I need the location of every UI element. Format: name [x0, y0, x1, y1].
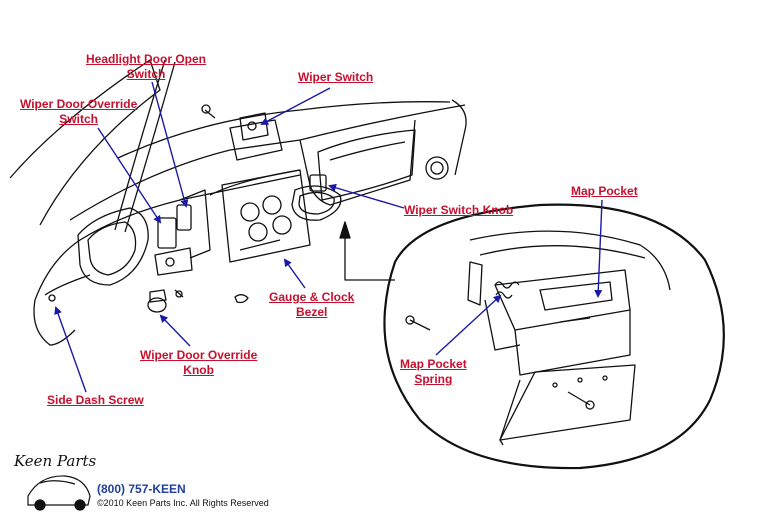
arrow-gauge-clock-bezel — [283, 258, 306, 289]
label-line: Headlight Door Open — [86, 52, 206, 66]
label-line: Wiper Switch — [298, 70, 374, 84]
label-map-pocket-spring: Map Pocket Spring — [400, 357, 467, 387]
label-wiper-door-override-knob: Wiper Door Override Knob — [140, 348, 257, 378]
label-wiper-switch-knob: Wiper Switch Knob — [404, 203, 513, 218]
label-line: Wiper Door Override — [20, 97, 138, 111]
label-line: Map Pocket — [571, 184, 638, 198]
label-line: Switch — [126, 67, 166, 81]
label-line: Side Dash Screw — [47, 393, 144, 407]
label-line: Map Pocket — [400, 357, 467, 371]
keen-parts-logo: Keen Parts — [14, 452, 97, 470]
arrow-side-dash-screw — [54, 306, 87, 393]
copyright-text: ©2010 Keen Parts Inc. All Rights Reserve… — [97, 498, 269, 508]
label-map-pocket: Map Pocket — [571, 184, 638, 199]
label-line: Gauge & Clock — [269, 290, 355, 304]
arrow-wiper-door-override-knob — [159, 314, 191, 347]
arrow-headlight-door-switch — [151, 81, 189, 208]
label-gauge-clock-bezel: Gauge & Clock Bezel — [269, 290, 354, 320]
label-line: Wiper Switch Knob — [404, 203, 514, 217]
label-line: Switch — [59, 112, 98, 126]
dash-assembly-drawing — [9, 59, 467, 346]
arrow-wiper-door-override-switch — [97, 127, 162, 224]
label-line: Knob — [183, 363, 214, 377]
arrow-wiper-switch-knob — [328, 183, 405, 209]
leader-arrows — [54, 81, 603, 393]
phone-number: (800) 757-KEEN — [97, 482, 186, 496]
label-wiper-door-override-switch: Wiper Door Override Switch — [20, 97, 137, 127]
arrow-map-pocket-spring — [435, 294, 502, 356]
label-side-dash-screw: Side Dash Screw — [47, 393, 144, 408]
label-headlight-door-open-switch: Headlight Door Open Switch — [86, 52, 206, 82]
label-line: Bezel — [296, 305, 328, 319]
label-wiper-switch: Wiper Switch — [298, 70, 373, 85]
label-line: Spring — [414, 372, 453, 386]
arrow-wiper-switch — [260, 87, 331, 125]
map-pocket-detail — [383, 203, 725, 470]
keen-parts-logo-car — [27, 475, 91, 511]
label-line: Wiper Door Override — [140, 348, 258, 362]
arrow-map-pocket — [594, 199, 603, 298]
